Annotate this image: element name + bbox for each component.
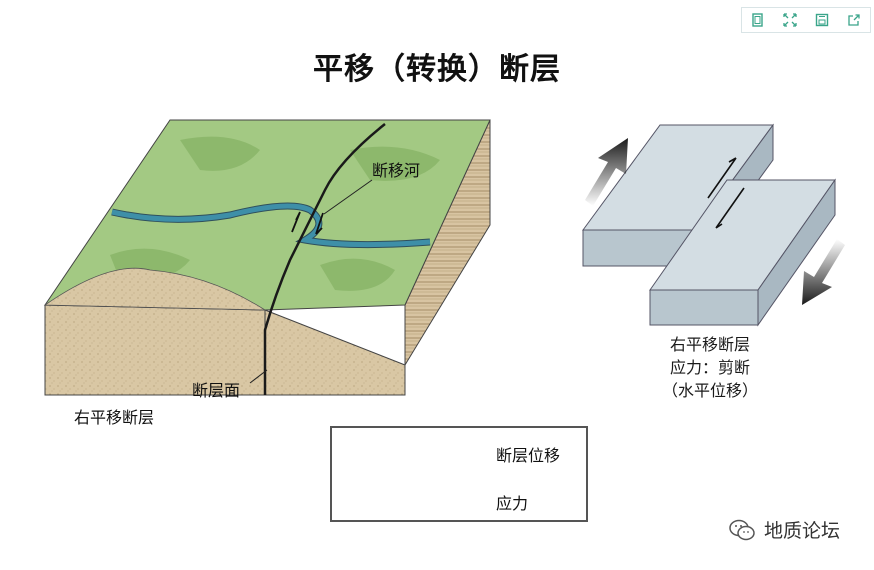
grass-patch (180, 136, 260, 171)
right-blocks (582, 123, 845, 327)
left-block (43, 119, 491, 396)
block-arrow-down (715, 187, 745, 229)
river-water (111, 203, 431, 248)
right-caption-motion: （水平位移） (661, 381, 758, 400)
share-button[interactable] (843, 10, 865, 30)
fault-line (263, 123, 386, 395)
right-caption-type: 右平移断层 (669, 335, 750, 354)
wechat-icon (729, 519, 755, 540)
save-icon (815, 13, 829, 27)
right-caption-stress: 应力：剪断 (669, 358, 750, 377)
front-soil-right (264, 309, 406, 396)
grass-patch (350, 146, 440, 181)
copy-icon (752, 13, 763, 27)
fault-plane-leader (249, 369, 268, 384)
block-front-front (649, 289, 759, 326)
left-caption: 右平移断层 (74, 408, 155, 427)
fault-arrow-up (291, 211, 301, 233)
copy-button[interactable] (747, 10, 769, 30)
watermark: 地质论坛 (728, 516, 840, 543)
image-toolbar (741, 7, 871, 33)
grass-patch (320, 258, 395, 291)
legend-stress-label: 应力 (496, 494, 529, 513)
fullscreen-icon (783, 13, 797, 27)
river-leader (323, 179, 373, 215)
watermark-text: 地质论坛 (764, 520, 841, 542)
save-button[interactable] (811, 10, 833, 30)
fault-plane-label: 断层面 (192, 381, 241, 400)
fullscreen-button[interactable] (779, 10, 801, 30)
river-label: 断移河 (372, 161, 421, 180)
block-front-side (757, 178, 836, 327)
stress-arrow-up (585, 138, 628, 206)
fault-arrow-down (315, 212, 324, 235)
diagram-title: 平移（转换）断层 (313, 52, 561, 87)
stress-arrow-down (802, 239, 845, 305)
block-arrow-up (707, 157, 737, 199)
legend: 断层位移 应力 (330, 426, 588, 522)
sand-slope (43, 267, 267, 311)
share-icon (848, 14, 860, 26)
legend-displacement-label: 断层位移 (496, 446, 561, 465)
